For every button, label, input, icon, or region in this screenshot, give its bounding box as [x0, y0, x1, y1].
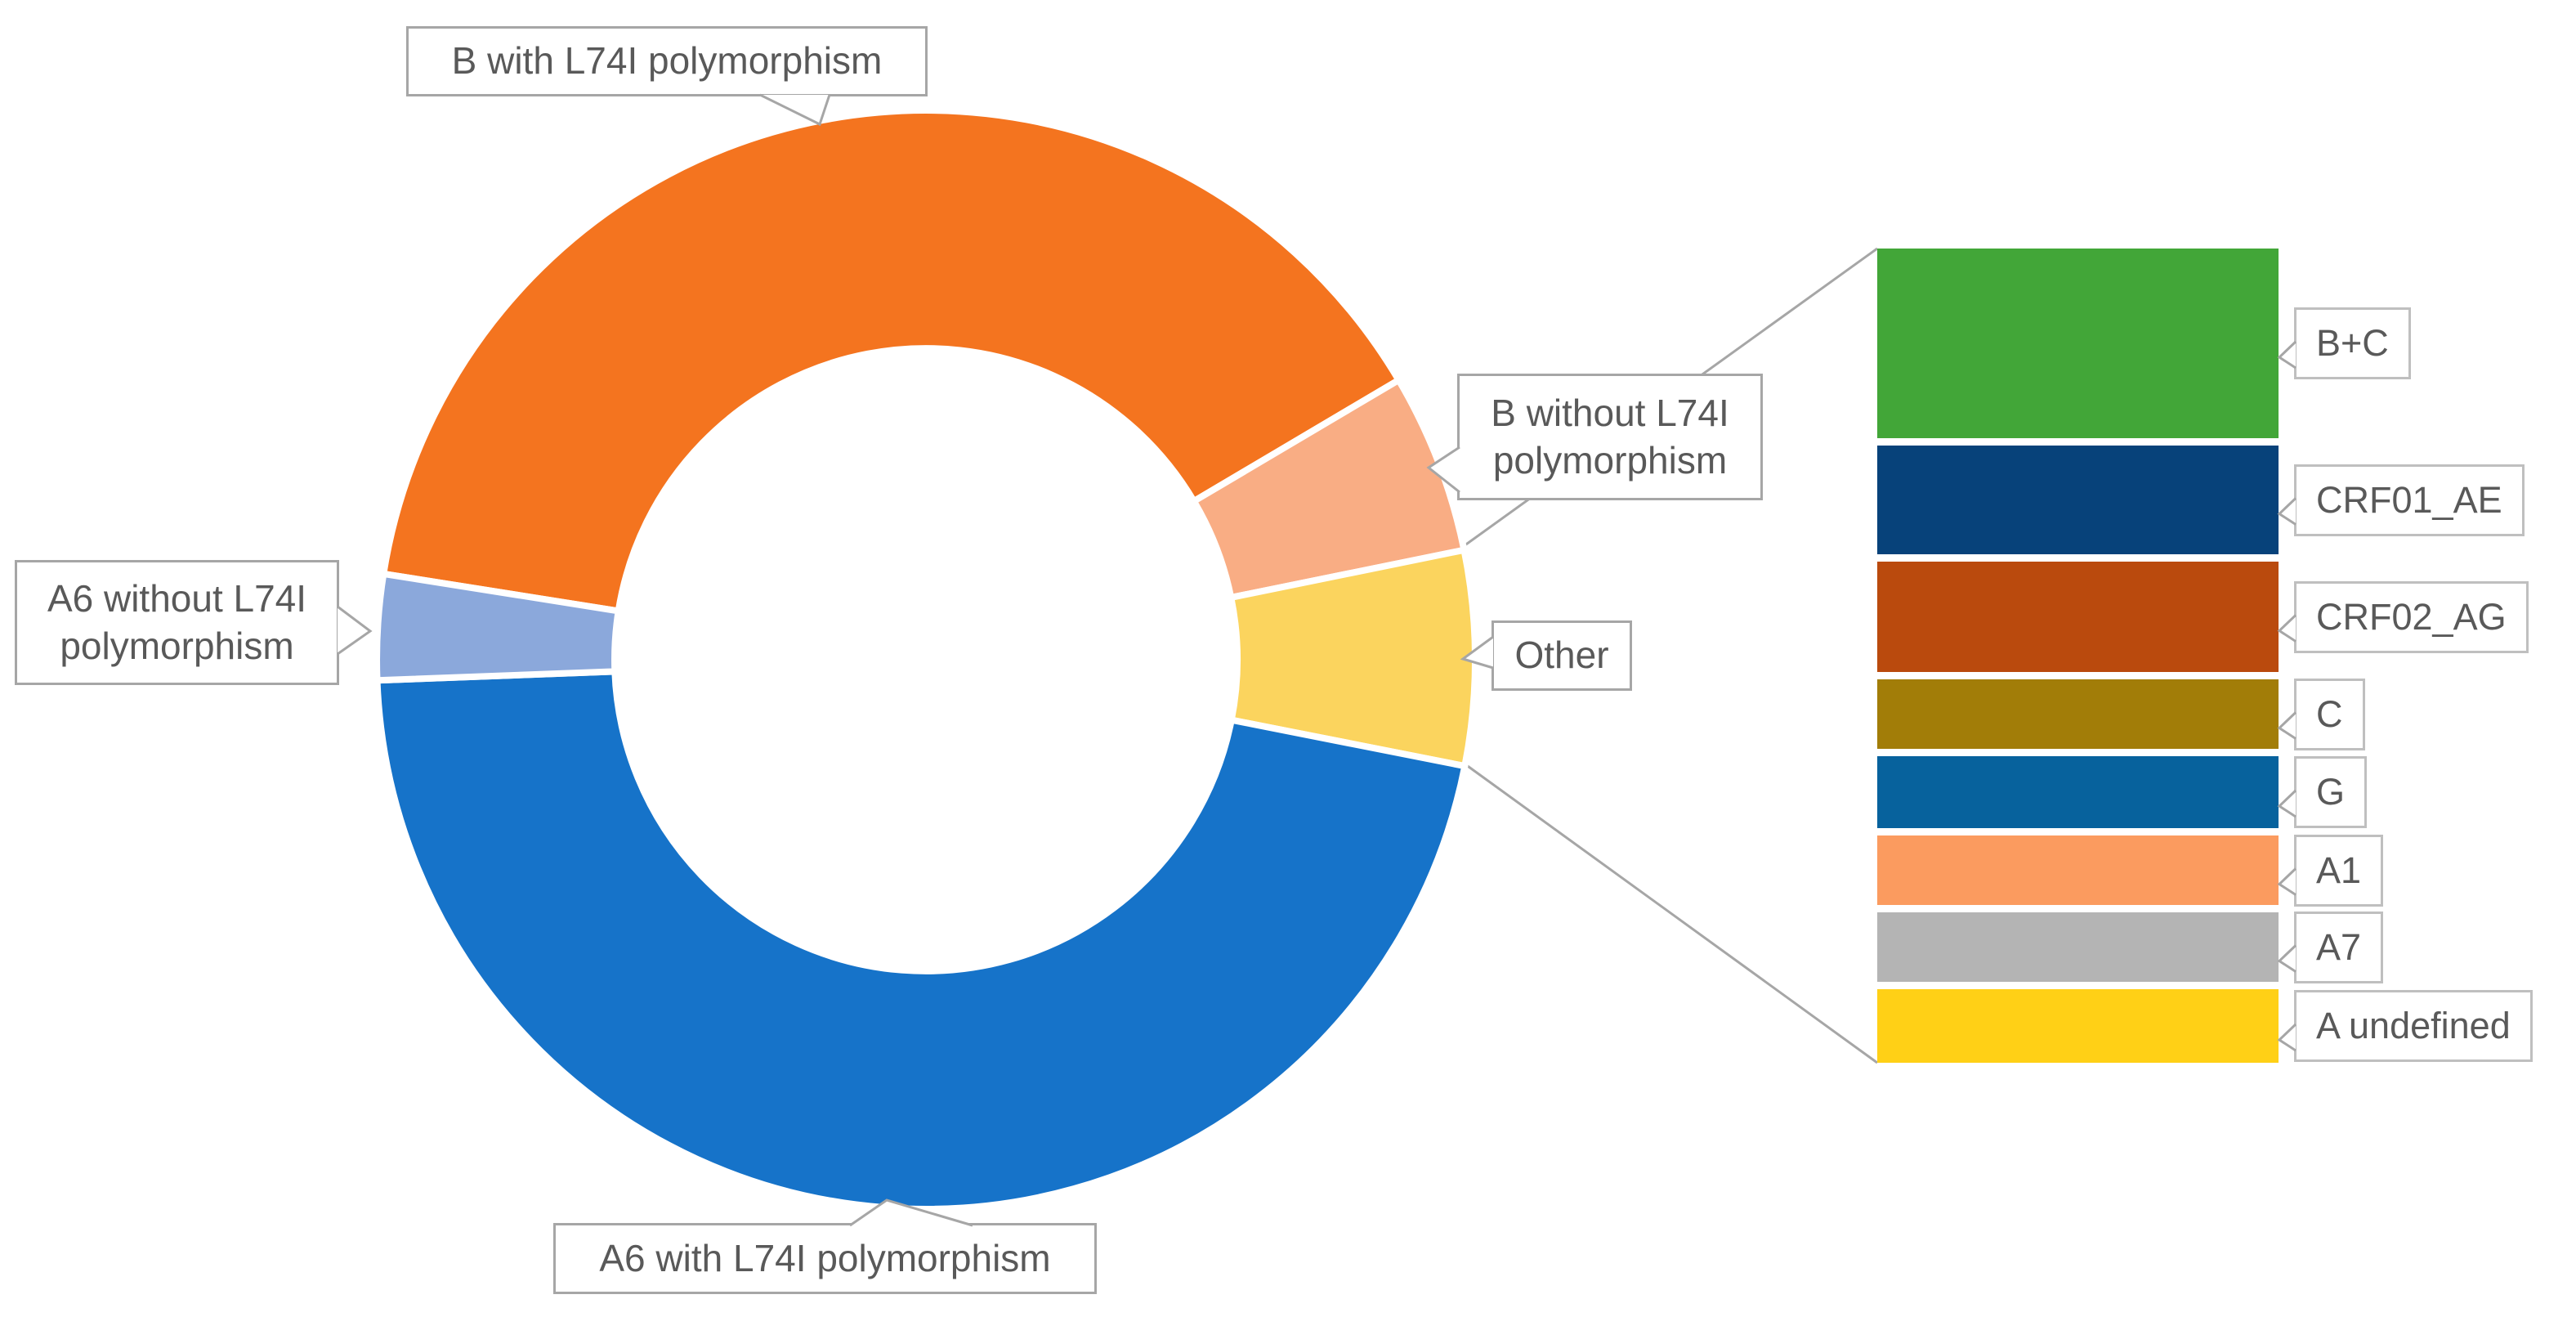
legend-label: A1 — [2316, 849, 2362, 891]
legend-bar-crf02-ag — [1877, 562, 2279, 672]
callout-b-with-l74i-polymorphism: B with L74I polymorphism — [406, 26, 928, 96]
legend-label: A undefined — [2316, 1005, 2511, 1046]
legend-bar-g — [1877, 756, 2279, 828]
callout-b-without-l74i-polymorphism: B without L74I polymorphism — [1457, 374, 1763, 500]
legend-label: CRF02_AG — [2316, 596, 2507, 638]
legend-label: CRF01_AE — [2316, 479, 2502, 521]
legend-callout-a-undefined: A undefined — [2294, 990, 2533, 1062]
callout-a6-with-l74i-polymorphism: A6 with L74I polymorphism — [553, 1223, 1097, 1294]
legend-label: G — [2316, 771, 2346, 813]
pie-slice-a6-with-l74i-polymorphism — [373, 668, 1469, 1212]
legend-bar-a1 — [1877, 835, 2279, 905]
legend-bar-a-undefined — [1877, 989, 2279, 1063]
legend-callout-a7: A7 — [2294, 912, 2384, 983]
callout-label: B without L74I polymorphism — [1491, 392, 1729, 482]
legend-callout-a1: A1 — [2294, 835, 2384, 907]
pie-slice-a6-without-l74i-polymorphism — [373, 570, 622, 684]
callout-other: Other — [1491, 620, 1632, 691]
legend-bar-crf01-ae — [1877, 446, 2279, 554]
legend-bar-c — [1877, 679, 2279, 749]
legend-callout-g: G — [2294, 756, 2368, 828]
pie-slice-b-with-l74i-polymorphism — [380, 107, 1402, 615]
callout-a6-without-l74i-polymorphism: A6 without L74I polymorphism — [15, 560, 339, 685]
legend-label: A7 — [2316, 926, 2362, 968]
legend-bar-b-c — [1877, 249, 2279, 438]
legend-callout-crf01-ae: CRF01_AE — [2294, 464, 2525, 536]
callout-label: B with L74I polymorphism — [451, 39, 883, 83]
legend-callout-c: C — [2294, 679, 2365, 750]
legend-label: C — [2316, 693, 2343, 735]
callout-label: A6 with L74I polymorphism — [599, 1236, 1051, 1279]
legend-label: B+C — [2316, 322, 2389, 364]
other-to-bar-connector-bottom — [1465, 763, 1878, 1064]
legend-callout-crf02-ag: CRF02_AG — [2294, 581, 2529, 653]
legend-bar-a7 — [1877, 912, 2279, 982]
callout-label: A6 without L74I polymorphism — [47, 577, 307, 667]
legend-callout-b-c: B+C — [2294, 307, 2411, 379]
callout-label: Other — [1514, 634, 1609, 677]
